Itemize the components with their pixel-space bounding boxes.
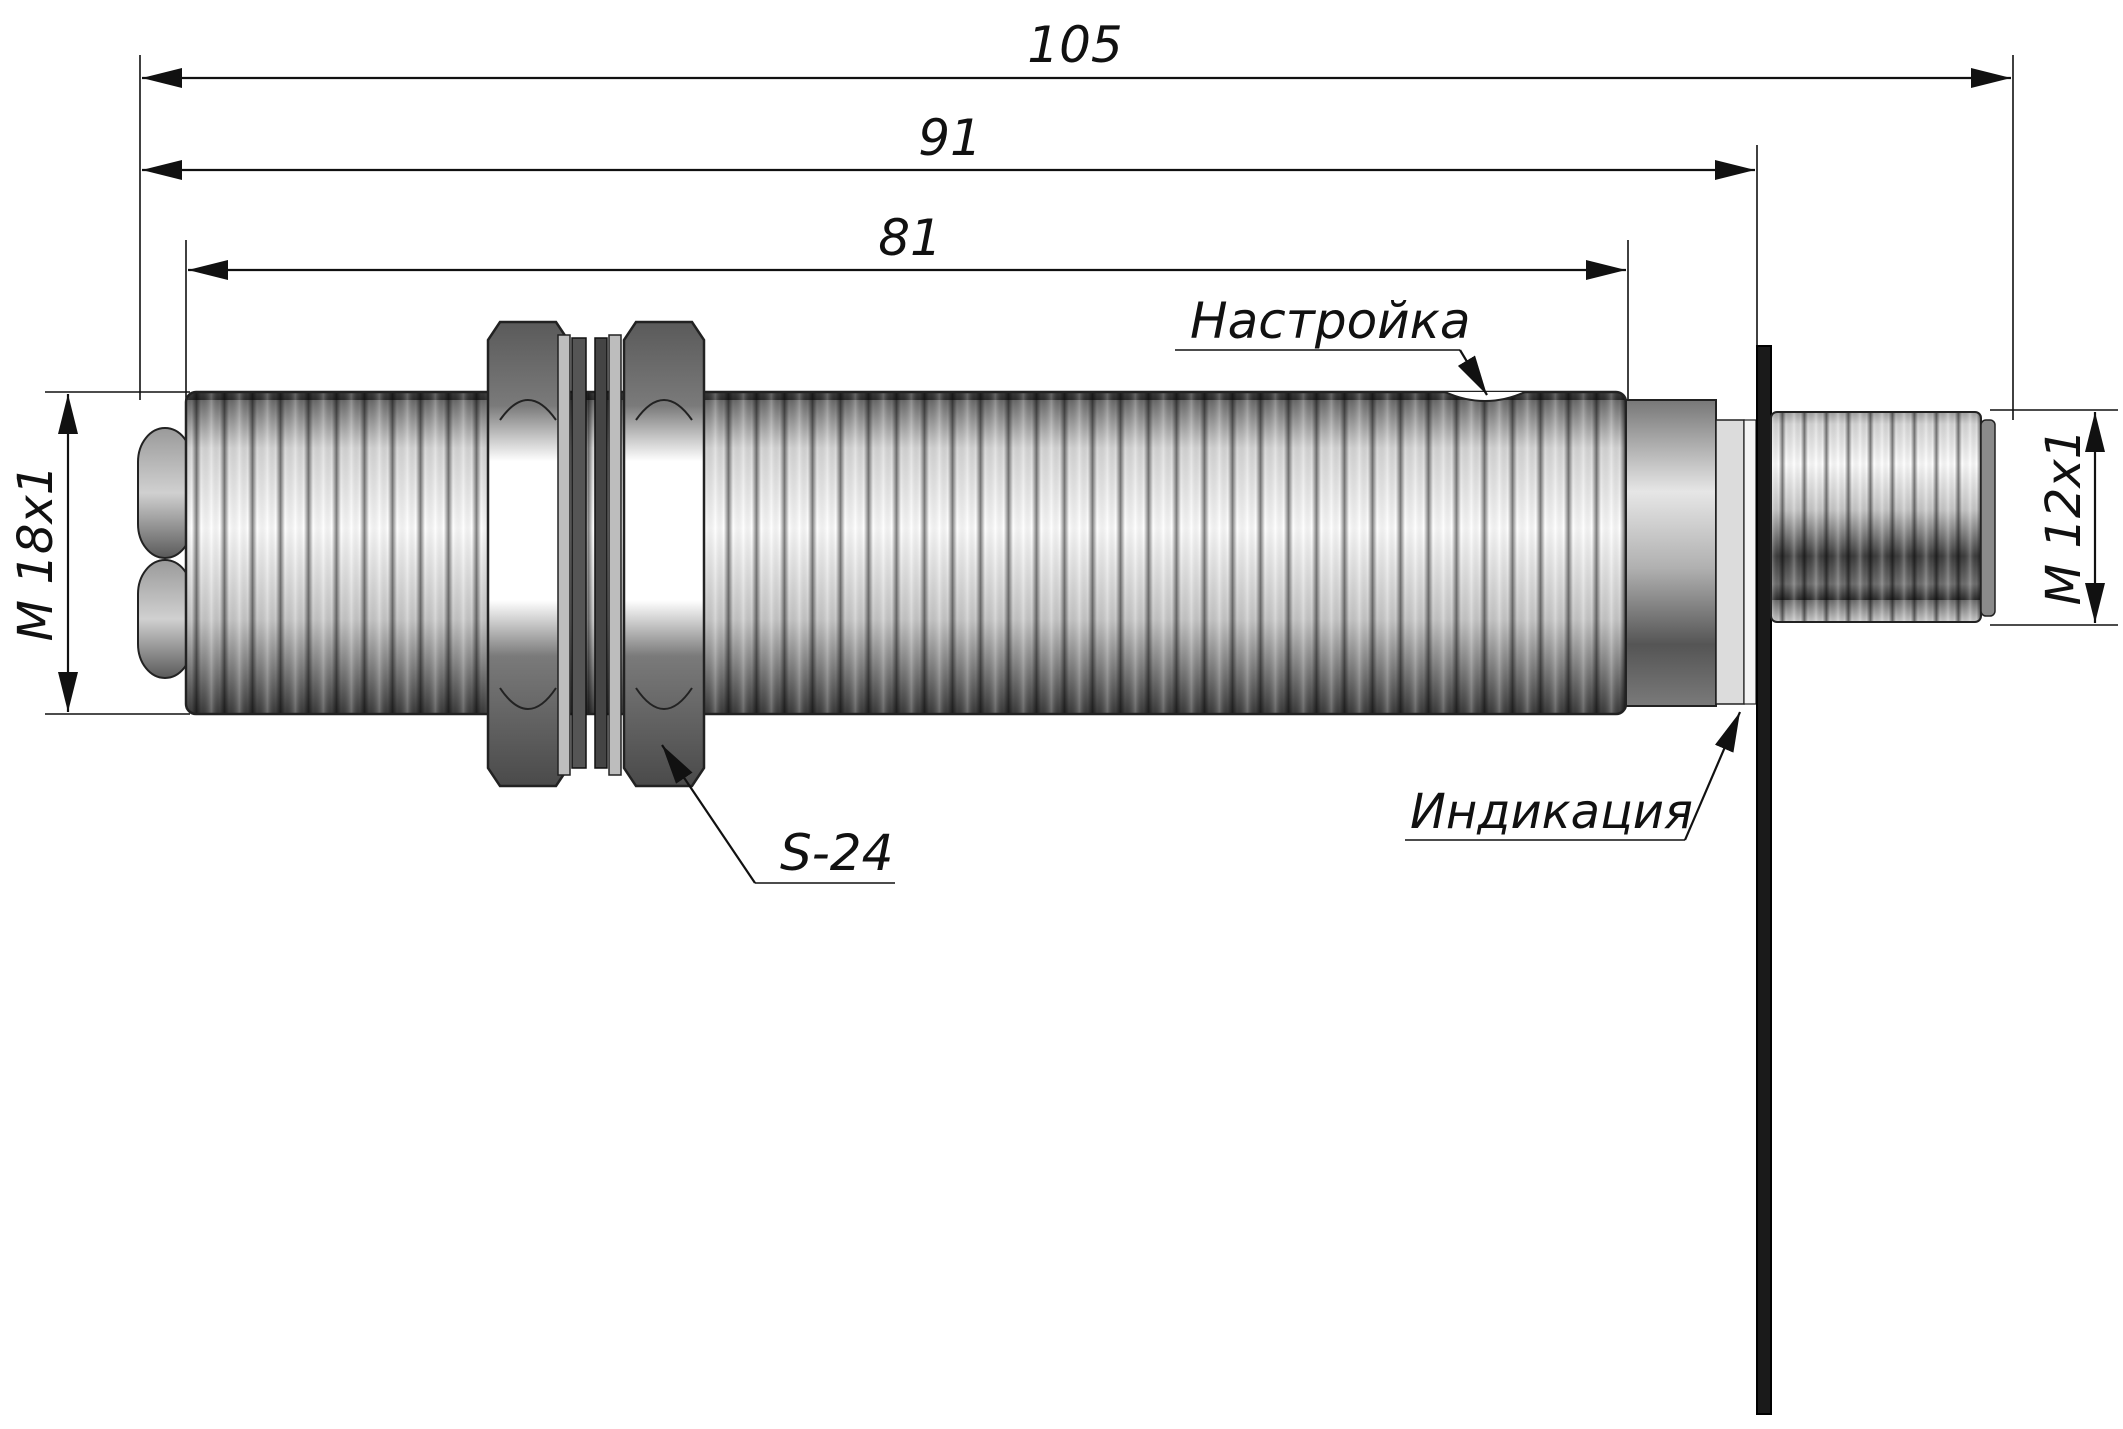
- dimension-m18-label: M 18x1: [8, 465, 64, 642]
- sensing-face: [137, 427, 193, 679]
- dimension-105-label: 105: [1027, 16, 1122, 74]
- dimension-m12-label: M 12x1: [2036, 429, 2092, 606]
- mounting-flange: [1756, 345, 1772, 1415]
- lock-nut-left: [486, 320, 571, 788]
- dimension-81-label: 81: [878, 209, 942, 267]
- callout-indication: Индикация: [1405, 711, 1742, 841]
- callout-indication-label: Индикация: [1410, 784, 1693, 840]
- callout-adjustment: Настройка: [1175, 292, 1488, 396]
- extension-lines: [45, 55, 2118, 715]
- toothed-washers: [571, 337, 608, 769]
- dimension-105: 105: [142, 16, 2011, 88]
- callout-wrench-size: S-24: [661, 744, 895, 884]
- dimension-m12: M 12x1: [2036, 412, 2105, 623]
- dimension-91-label: 91: [918, 109, 982, 167]
- callout-wrench-size-label: S-24: [780, 824, 893, 882]
- dimension-m18: M 18x1: [8, 394, 78, 712]
- dimension-81: 81: [188, 209, 1626, 280]
- threaded-body: [184, 390, 1628, 716]
- rear-sleeve: [1625, 399, 1757, 707]
- lock-nut-right: [608, 320, 706, 788]
- dimension-91: 91: [142, 109, 1755, 180]
- connector-thread: [1770, 411, 1996, 623]
- callout-adjustment-label: Настройка: [1190, 292, 1471, 350]
